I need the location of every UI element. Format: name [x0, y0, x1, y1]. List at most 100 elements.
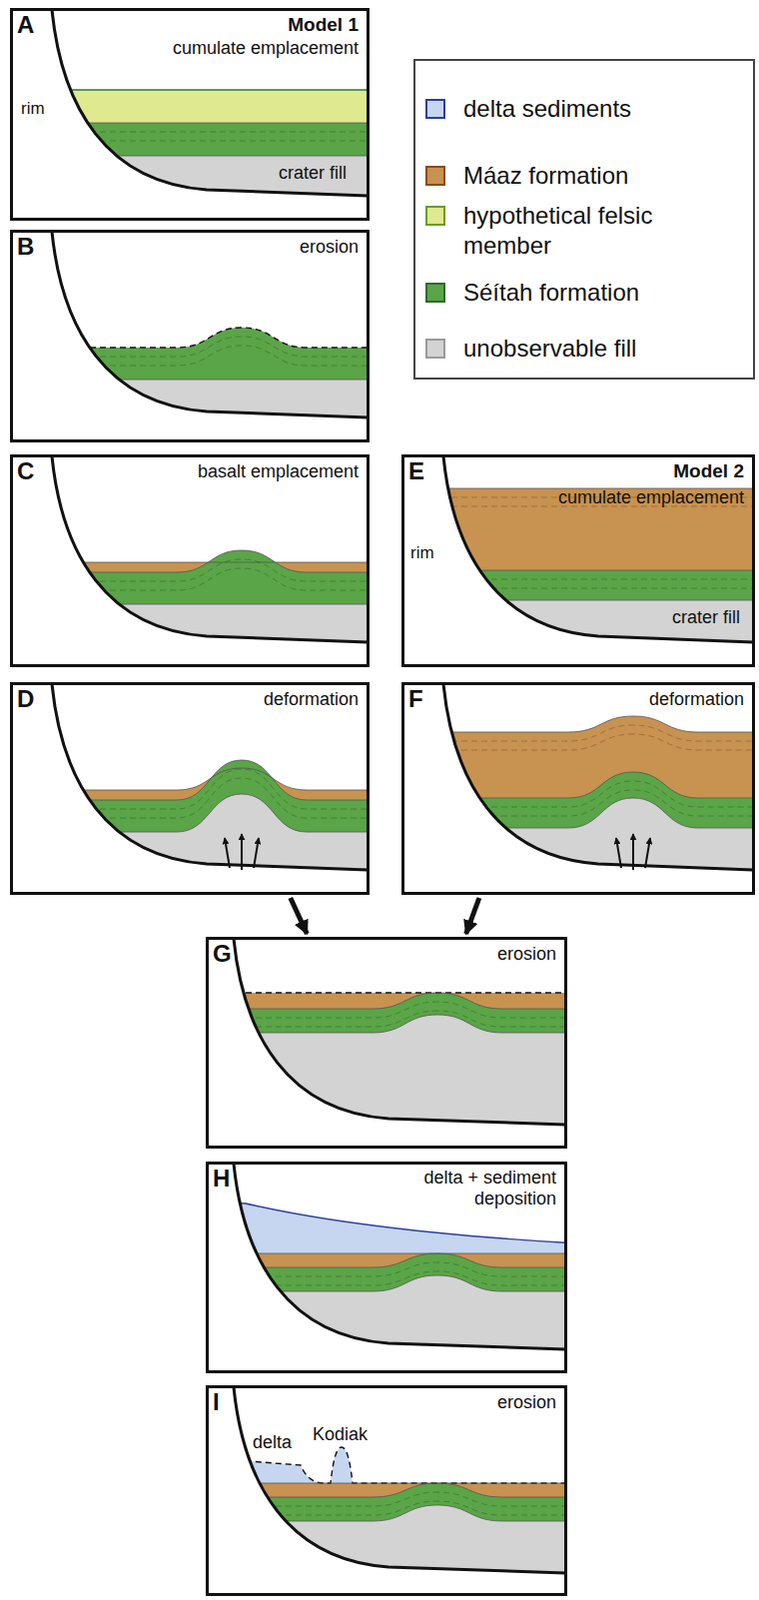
- panel-label: delta + sediment deposition: [381, 1167, 557, 1209]
- strata: [195, 1201, 578, 1392]
- panel-label: crater fill: [672, 607, 741, 629]
- stratum: [195, 1483, 578, 1600]
- contact: [0, 767, 380, 790]
- uplift-arrow: [645, 837, 651, 868]
- panel: AModel 1cumulate emplacementrimcrater fi…: [9, 7, 370, 221]
- stratum: [391, 600, 759, 685]
- bedding: [195, 1001, 578, 1018]
- crater-rim: [51, 231, 368, 418]
- legend-swatch: [425, 282, 446, 303]
- legend-text: unobservable fill: [463, 333, 734, 364]
- uplift-arrow: [616, 837, 622, 868]
- legend-swatch: [425, 338, 446, 359]
- legend-item: hypothetical felsic member: [425, 200, 746, 261]
- crater-rim: [51, 456, 368, 643]
- flow-arrow: [466, 897, 480, 934]
- crater-rim: [443, 684, 754, 870]
- panel: Hdelta + sediment deposition: [205, 1161, 568, 1374]
- legend-item: Séítah formation: [425, 277, 746, 308]
- erosion-surface: [0, 327, 380, 348]
- bedding: [0, 345, 380, 366]
- panel-label: cumulate emplacement: [172, 37, 359, 59]
- panel-letter: B: [16, 232, 34, 261]
- cross-section: [391, 684, 759, 912]
- bedding: [391, 789, 759, 816]
- contact: [0, 604, 380, 606]
- stratum: [0, 379, 380, 460]
- contact: [391, 716, 759, 733]
- panel-letter: D: [16, 685, 34, 714]
- bedding: [195, 1271, 578, 1286]
- panel-label: delta: [252, 1432, 292, 1454]
- crater-rim: [443, 456, 754, 643]
- panel: Fdeformation: [401, 682, 756, 895]
- legend-text: Séítah formation: [463, 277, 734, 308]
- crater-rim: [51, 9, 368, 196]
- panel: IerosiondeltaKodiak: [205, 1385, 568, 1596]
- legend-text: hypothetical felsic member: [463, 200, 734, 261]
- panel: Ddeformation: [9, 682, 370, 895]
- panel-label: cumulate emplacement: [558, 487, 745, 509]
- legend-text: delta sediments: [463, 93, 734, 124]
- panel-letter: E: [408, 457, 425, 486]
- panel: Cbasalt emplacement: [9, 454, 370, 668]
- stratum: [195, 1505, 578, 1600]
- contact: [391, 797, 759, 828]
- bedding: [0, 131, 380, 133]
- bedding: [391, 579, 759, 581]
- contact: [195, 1505, 578, 1521]
- contact: [391, 570, 759, 572]
- crater-rim: [233, 1163, 566, 1350]
- panel: EModel 2cumulate emplacementrimcrater fi…: [401, 454, 756, 668]
- panel-letter: C: [16, 457, 34, 486]
- contact: [0, 88, 380, 91]
- legend-text: Máaz formation: [463, 160, 734, 191]
- contact: [195, 1253, 578, 1255]
- flow-arrow: [290, 897, 308, 934]
- panel-label: basalt emplacement: [197, 461, 359, 483]
- bedding: [391, 780, 759, 807]
- bedding: [0, 777, 380, 818]
- uplift-arrow: [632, 833, 635, 870]
- stratum: [0, 89, 380, 238]
- panel: Gerosion: [205, 936, 568, 1149]
- legend-item: Máaz formation: [425, 160, 746, 191]
- stratum: [195, 1201, 578, 1392]
- panel-label: Model 1: [287, 13, 359, 36]
- panel-label: rim: [20, 98, 45, 119]
- bedding: [391, 725, 759, 742]
- contact: [0, 155, 380, 157]
- bedding: [0, 768, 380, 809]
- panel-label: erosion: [497, 1392, 557, 1414]
- contact: [0, 550, 380, 573]
- cross-section: [0, 9, 380, 238]
- strata: [391, 488, 759, 685]
- contact: [391, 771, 759, 798]
- panel-label: erosion: [497, 943, 557, 965]
- contact: [195, 1275, 578, 1292]
- bedding: [391, 588, 759, 590]
- legend-swatch: [425, 98, 446, 119]
- contact: [0, 759, 380, 800]
- stratum: [0, 550, 380, 685]
- cross-section: [0, 684, 380, 912]
- bedding: [0, 559, 380, 582]
- stratum: [0, 604, 380, 685]
- panel-letter: F: [408, 685, 424, 714]
- bedding: [391, 734, 759, 751]
- legend-swatch: [425, 165, 446, 186]
- crater-rim: [233, 938, 566, 1125]
- legend-item: delta sediments: [425, 93, 746, 124]
- bedding: [0, 568, 380, 591]
- strata: [391, 716, 759, 912]
- stratum: [391, 488, 759, 685]
- legend-item: unobservable fill: [425, 333, 746, 364]
- panel-letter: I: [212, 1388, 220, 1417]
- panel-letter: H: [212, 1164, 230, 1193]
- contact: [0, 793, 380, 832]
- stratum: [195, 1483, 578, 1600]
- uplift-arrow: [253, 837, 259, 868]
- stratum: [391, 716, 759, 912]
- legend-swatch: [425, 205, 446, 226]
- erosion-surface: [195, 991, 578, 993]
